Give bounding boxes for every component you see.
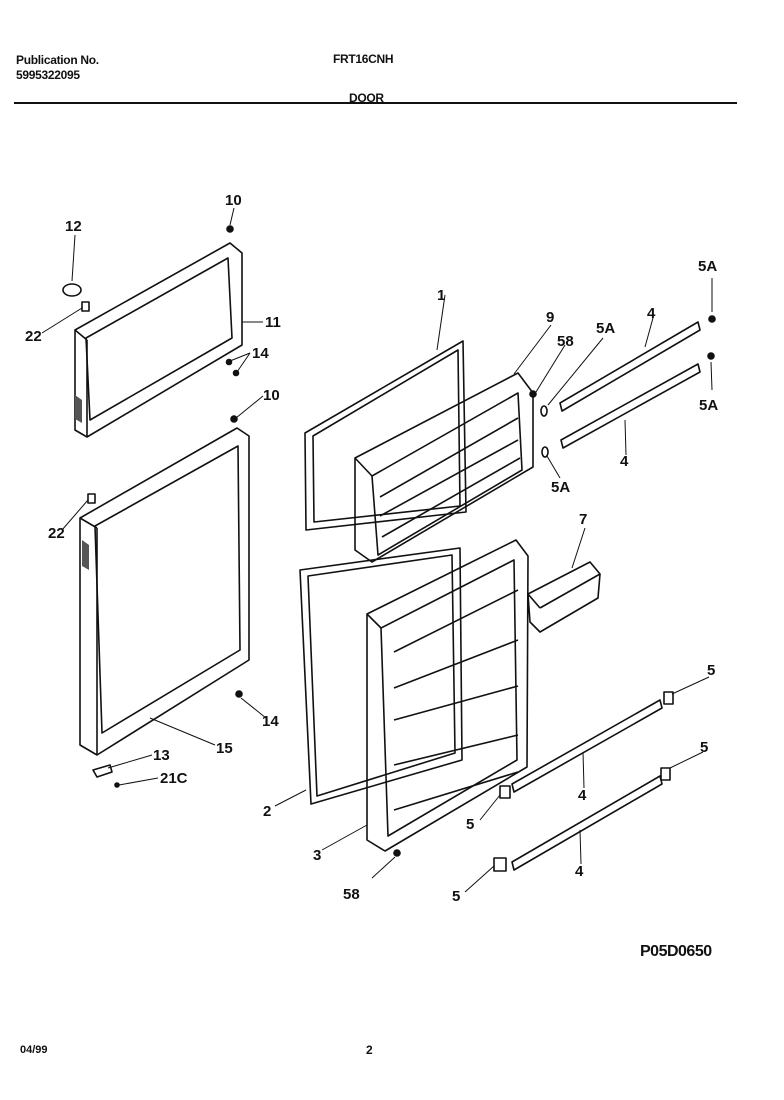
screw — [87, 493, 96, 504]
callout-22: 22 — [25, 328, 42, 345]
publication-number: 5995322095 — [16, 68, 80, 82]
fresh-food-gasket — [299, 547, 463, 805]
callout-15: 15 — [216, 740, 233, 757]
handle-lower-2 — [511, 775, 663, 871]
callout-4: 4 — [575, 863, 584, 880]
freezer-door-frame — [74, 242, 243, 438]
callout-5: 5 — [707, 662, 715, 679]
callout-5a: 5A — [596, 320, 615, 337]
cap — [541, 446, 549, 458]
callout-58: 58 — [557, 333, 574, 350]
handle-upper-1 — [559, 321, 701, 412]
publication-label: Publication No. — [16, 53, 99, 67]
callout-2: 2 — [263, 803, 271, 820]
end-cap — [493, 857, 507, 872]
publication-date: 04/99 — [20, 1044, 48, 1056]
screw — [393, 849, 401, 857]
callout-14: 14 — [252, 345, 269, 362]
callout-5: 5 — [466, 816, 474, 833]
header-rule — [14, 102, 737, 104]
callout-5a: 5A — [698, 258, 717, 275]
diagram-id: P05D0650 — [640, 943, 712, 960]
callout-1: 1 — [437, 287, 445, 304]
callout-7: 7 — [579, 511, 587, 528]
cap — [707, 352, 715, 360]
callout-14: 14 — [262, 713, 279, 730]
callout-5: 5 — [452, 888, 460, 905]
callout-5a: 5A — [551, 479, 570, 496]
handle-upper-2 — [560, 363, 701, 449]
callout-12: 12 — [65, 218, 82, 235]
fresh-food-door-liner — [366, 539, 529, 852]
cap — [708, 315, 716, 323]
callout-9: 9 — [546, 309, 554, 326]
callout-5a: 5A — [699, 397, 718, 414]
screw — [230, 415, 238, 423]
freezer-door-liner — [354, 372, 534, 563]
callout-13: 13 — [153, 747, 170, 764]
callout-3: 3 — [313, 847, 321, 864]
callout-4: 4 — [647, 305, 656, 322]
section-title: DOOR — [349, 91, 384, 105]
hole-plug — [62, 283, 82, 297]
page-number: 2 — [366, 1043, 373, 1057]
callout-4: 4 — [578, 787, 587, 804]
fresh-food-door-frame — [79, 427, 250, 756]
handle-lower-1 — [511, 699, 663, 793]
cap — [540, 405, 548, 417]
dairy-cover — [527, 561, 601, 633]
end-cap — [660, 767, 671, 781]
model-number: FRT16CNH — [333, 52, 394, 66]
end-cap — [499, 785, 511, 799]
callout-11: 11 — [265, 314, 281, 331]
callout-22: 22 — [48, 525, 65, 542]
callout-21c: 21C — [160, 770, 188, 787]
screw — [114, 782, 120, 788]
callout-10: 10 — [225, 192, 242, 209]
callout-10: 10 — [263, 387, 280, 404]
end-cap — [663, 691, 674, 705]
hinge — [92, 764, 113, 778]
callout-58: 58 — [343, 886, 360, 903]
callout-4: 4 — [620, 453, 629, 470]
screw — [226, 225, 234, 233]
screw — [81, 301, 90, 312]
screw — [235, 690, 243, 698]
callout-5: 5 — [700, 739, 708, 756]
screw — [529, 390, 537, 398]
